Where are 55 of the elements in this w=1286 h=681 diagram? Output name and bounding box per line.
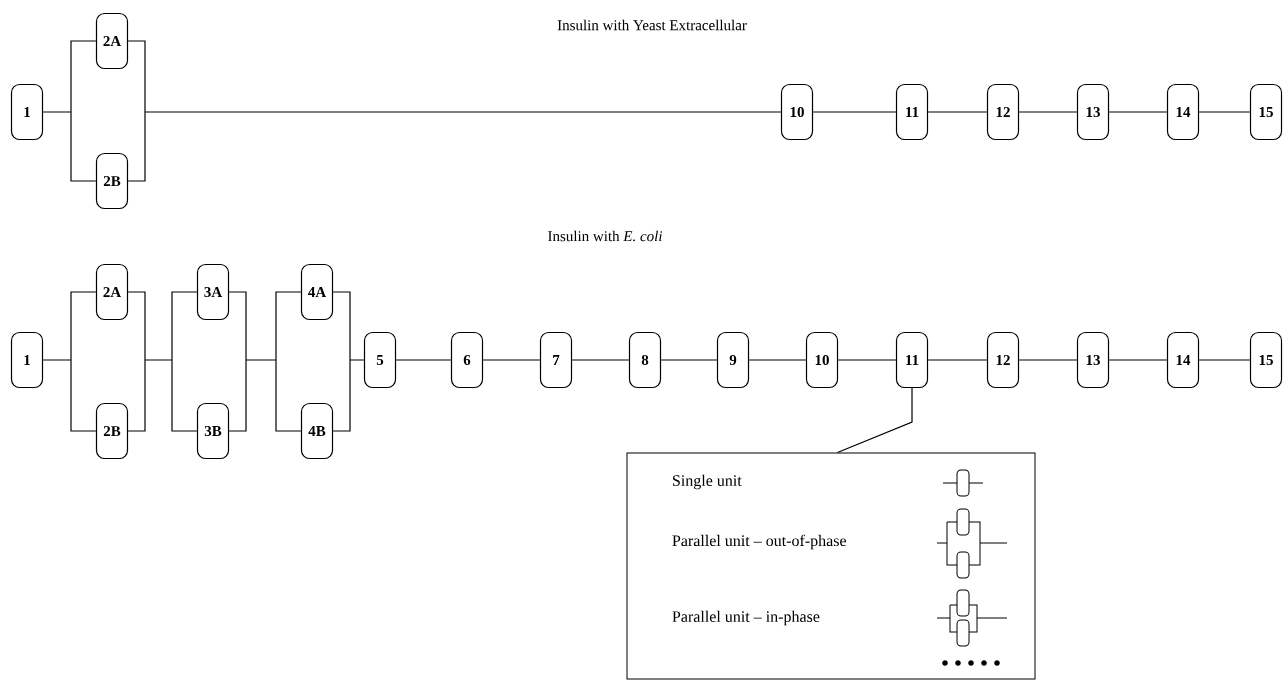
connector-line (1198, 111, 1251, 113)
connector-line (1018, 359, 1078, 361)
unit-box: 15 (1249, 83, 1283, 141)
connector-line (1108, 111, 1168, 113)
section-label: Insulin with E. coli (548, 230, 663, 242)
connector-line (927, 111, 988, 113)
unit-box: 13 (1076, 331, 1110, 389)
connector-line (332, 291, 365, 432)
unit-box: 3A (196, 263, 230, 321)
unit-box: 12 (986, 331, 1020, 389)
connector-line (42, 291, 97, 432)
connector-line (812, 111, 897, 113)
connector-line (127, 291, 198, 432)
connector-line (228, 291, 302, 432)
connector-line (837, 359, 897, 361)
unit-box: 12 (986, 83, 1020, 141)
unit-box: 13 (1076, 83, 1110, 141)
connector-line (42, 40, 97, 182)
unit-box: 1 (10, 331, 44, 389)
unit-box: 9 (716, 331, 750, 389)
connector-line (748, 359, 807, 361)
unit-box: 4A (300, 263, 334, 321)
connector-line (571, 359, 630, 361)
unit-box: 3B (196, 402, 230, 460)
legend-text: Single unit (673, 474, 742, 490)
unit-box: 15 (1249, 331, 1283, 389)
unit-box: 11 (895, 83, 929, 141)
unit-box: 2B (95, 402, 129, 460)
section-label: Insulin with Yeast Extracellular (557, 19, 747, 31)
legend-box (626, 452, 1036, 680)
unit-box: 6 (450, 331, 484, 389)
unit-box: 5 (363, 331, 397, 389)
legend-text: Parallel unit – out-of-phase (672, 534, 846, 550)
leader-line (836, 387, 913, 454)
unit-box: 2A (95, 263, 129, 321)
unit-box: 11 (895, 331, 929, 389)
unit-box: 7 (539, 331, 573, 389)
unit-box: 2A (95, 12, 129, 70)
connector-line (1018, 111, 1078, 113)
unit-box: 14 (1166, 331, 1200, 389)
unit-box: 4B (300, 402, 334, 460)
connector-line (927, 359, 988, 361)
connector-line (1108, 359, 1168, 361)
legend-text: Parallel unit – in-phase (672, 610, 820, 626)
connector-line (1198, 359, 1251, 361)
unit-box: 8 (628, 331, 662, 389)
connector-line (660, 359, 718, 361)
unit-box: 2B (95, 152, 129, 210)
unit-box: 10 (805, 331, 839, 389)
connector-line (395, 359, 452, 361)
unit-box: 10 (780, 83, 814, 141)
unit-box: 1 (10, 83, 44, 141)
unit-box: 14 (1166, 83, 1200, 141)
connector-line (482, 359, 541, 361)
connector-line (127, 40, 782, 182)
